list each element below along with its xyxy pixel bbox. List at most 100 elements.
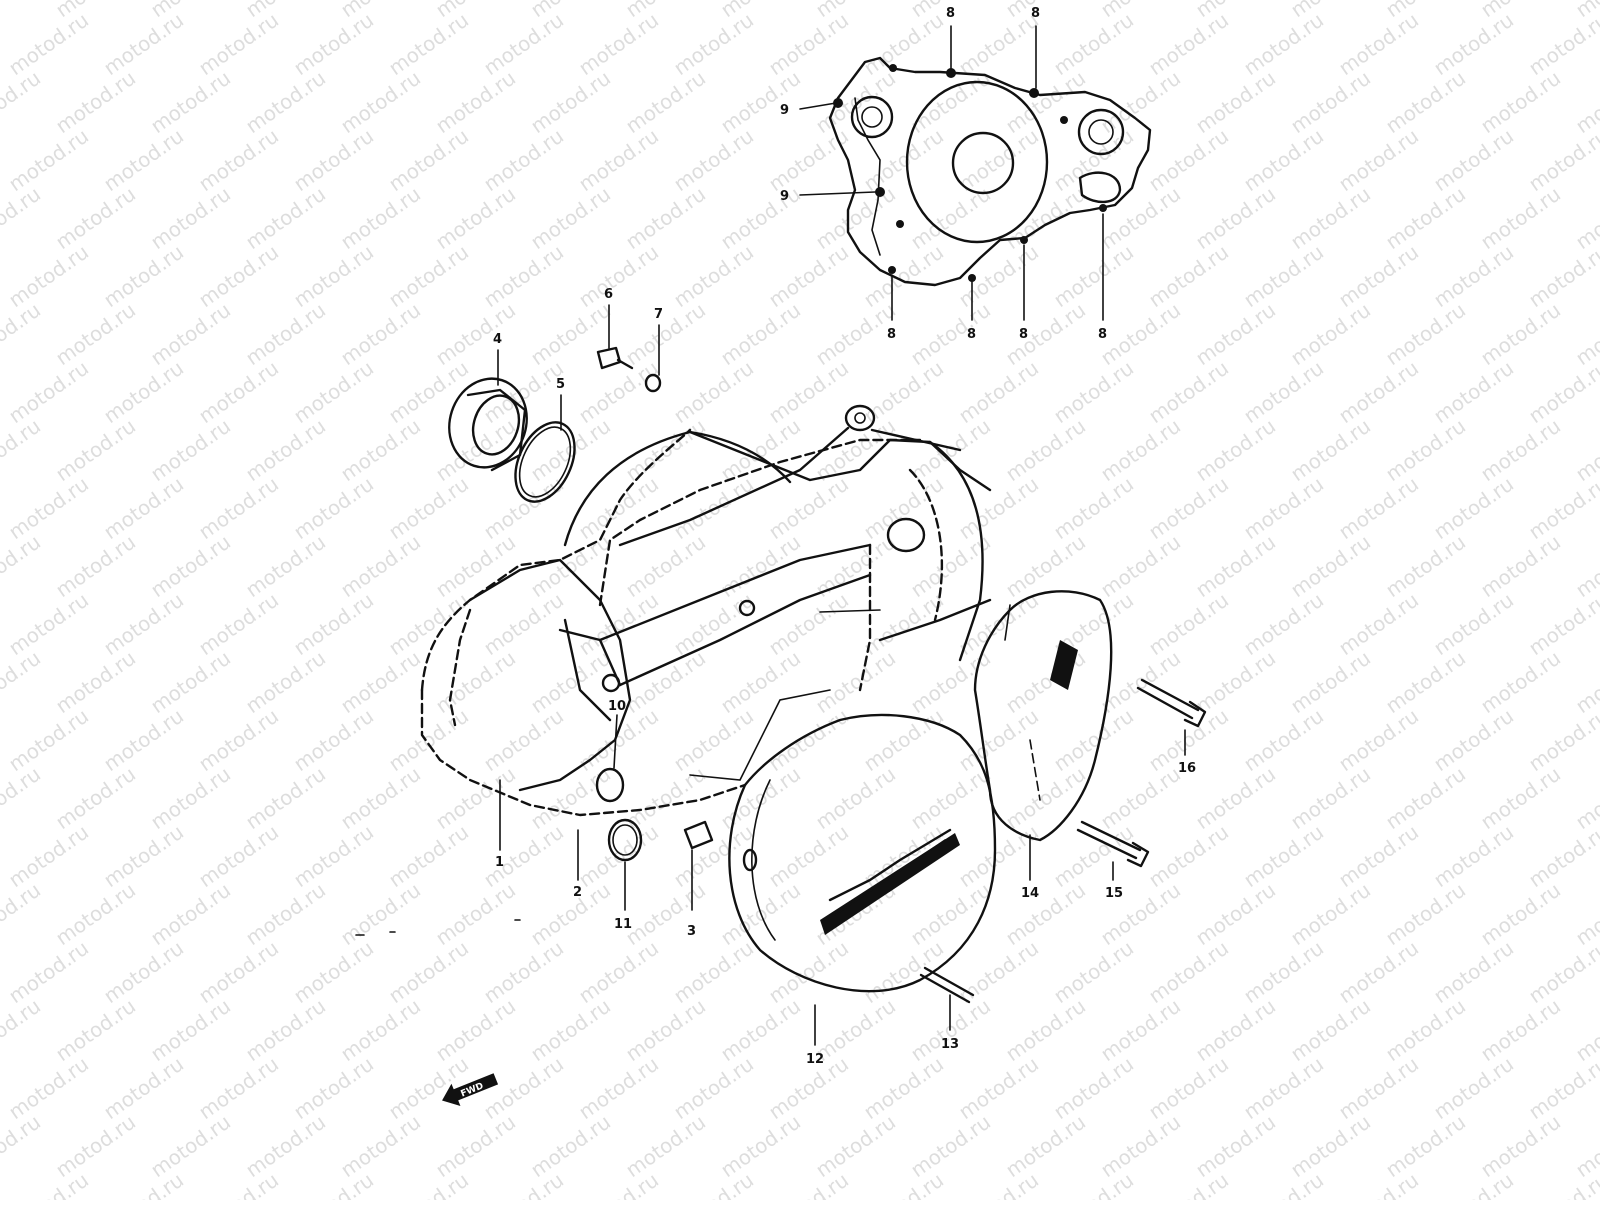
watermark-text: motod.ru bbox=[954, 356, 1043, 428]
watermark-text: motod.ru bbox=[194, 1052, 283, 1124]
watermark-text: motod.ru bbox=[859, 124, 948, 196]
watermark-text: motod.ru bbox=[431, 878, 520, 950]
watermark-text: motod.ru bbox=[289, 240, 378, 312]
watermark-text: motod.ru bbox=[0, 878, 45, 950]
watermark-text: motod.ru bbox=[1334, 820, 1423, 892]
watermark-text: motod.ru bbox=[1286, 414, 1375, 486]
watermark-text: motod.ru bbox=[1286, 762, 1375, 834]
watermark-text: motod.ru bbox=[146, 646, 235, 718]
watermark-text: motod.ru bbox=[669, 8, 758, 80]
watermark-text: motod.ru bbox=[1429, 1052, 1518, 1124]
watermark-text: motod.ru bbox=[1191, 646, 1280, 718]
watermark-text: motod.ru bbox=[336, 298, 425, 370]
watermark-text: motod.ru bbox=[1334, 124, 1423, 196]
watermark-text: motod.ru bbox=[241, 878, 330, 950]
watermark-text: motod.ru bbox=[1191, 994, 1280, 1066]
watermark-text: motod.ru bbox=[1191, 298, 1280, 370]
watermark-text: motod.ru bbox=[1429, 8, 1518, 80]
watermark-text: motod.ru bbox=[859, 588, 948, 660]
watermark-text: motod.ru bbox=[716, 182, 805, 254]
watermark-text: motod.ru bbox=[1239, 588, 1328, 660]
watermark-text: motod.ru bbox=[99, 936, 188, 1008]
watermark-text: motod.ru bbox=[289, 1168, 378, 1200]
watermark-text: motod.ru bbox=[1096, 66, 1185, 138]
watermark-text: motod.ru bbox=[1524, 124, 1600, 196]
watermark-text: motod.ru bbox=[1381, 994, 1470, 1066]
watermark-text: motod.ru bbox=[289, 124, 378, 196]
watermark-text: motod.ru bbox=[764, 472, 853, 544]
watermark-text: motod.ru bbox=[336, 182, 425, 254]
callout-8: 8 bbox=[1031, 6, 1040, 21]
watermark-text: motod.ru bbox=[194, 356, 283, 428]
watermark-text: motod.ru bbox=[194, 820, 283, 892]
watermark-text: motod.ru bbox=[954, 1052, 1043, 1124]
watermark-text: motod.ru bbox=[1334, 1168, 1423, 1200]
watermark-text: motod.ru bbox=[1429, 240, 1518, 312]
watermark-text: motod.ru bbox=[194, 240, 283, 312]
watermark-text: motod.ru bbox=[1476, 646, 1565, 718]
watermark-text: motod.ru bbox=[526, 878, 615, 950]
callout-9: 9 bbox=[780, 103, 789, 118]
watermark-text: motod.ru bbox=[764, 588, 853, 660]
watermark-text: motod.ru bbox=[241, 414, 330, 486]
watermark-text: motod.ru bbox=[479, 936, 568, 1008]
watermark-text: motod.ru bbox=[479, 8, 568, 80]
watermark-text: motod.ru bbox=[241, 66, 330, 138]
oil-seal-drawing bbox=[448, 377, 528, 472]
watermark-text: motod.ru bbox=[1049, 356, 1138, 428]
watermark-text: motod.ru bbox=[194, 472, 283, 544]
watermark-text: motod.ru bbox=[1144, 936, 1233, 1008]
watermark-text: motod.ru bbox=[1476, 298, 1565, 370]
watermark-text: motod.ru bbox=[1239, 472, 1328, 544]
watermark-text: motod.ru bbox=[1096, 1110, 1185, 1182]
watermark-text: motod.ru bbox=[954, 8, 1043, 80]
watermark-text: motod.ru bbox=[1049, 936, 1138, 1008]
watermark-text: motod.ru bbox=[1239, 704, 1328, 776]
watermark-text: motod.ru bbox=[479, 124, 568, 196]
watermark-text: motod.ru bbox=[1429, 1168, 1518, 1200]
watermark-text: motod.ru bbox=[1001, 762, 1090, 834]
watermark-text: motod.ru bbox=[336, 994, 425, 1066]
watermark-text: motod.ru bbox=[1476, 878, 1565, 950]
watermark-text: motod.ru bbox=[1191, 762, 1280, 834]
watermark-text: motod.ru bbox=[0, 646, 45, 718]
watermark-text: motod.ru bbox=[1096, 762, 1185, 834]
watermark-text: motod.ru bbox=[1334, 240, 1423, 312]
watermark-text: motod.ru bbox=[811, 762, 900, 834]
watermark-text: motod.ru bbox=[479, 588, 568, 660]
watermark-text: motod.ru bbox=[146, 414, 235, 486]
watermark-text: motod.ru bbox=[716, 298, 805, 370]
watermark-text: motod.ru bbox=[1239, 124, 1328, 196]
watermark-text: motod.ru bbox=[621, 994, 710, 1066]
bolt-6-drawing bbox=[596, 346, 634, 370]
callout-7: 7 bbox=[654, 307, 663, 322]
watermark-text: motod.ru bbox=[716, 994, 805, 1066]
watermark-text: motod.ru bbox=[669, 240, 758, 312]
watermark-text: motod.ru bbox=[289, 704, 378, 776]
watermark-text: motod.ru bbox=[336, 878, 425, 950]
leader-lines bbox=[497, 25, 1186, 1046]
watermark-text: motod.ru bbox=[1286, 646, 1375, 718]
watermark-text: motod.ru bbox=[526, 298, 615, 370]
watermark-text: motod.ru bbox=[431, 66, 520, 138]
watermark-text: motod.ru bbox=[241, 994, 330, 1066]
watermark-text: motod.ru bbox=[99, 1168, 188, 1200]
watermark-text: motod.ru bbox=[906, 1110, 995, 1182]
watermark-text: motod.ru bbox=[1049, 124, 1138, 196]
watermark-text: motod.ru bbox=[1476, 182, 1565, 254]
bolt-15-drawing bbox=[1076, 820, 1150, 868]
watermark-text: motod.ru bbox=[241, 298, 330, 370]
watermark-text: motod.ru bbox=[1334, 472, 1423, 544]
watermark-text: motod.ru bbox=[811, 1110, 900, 1182]
watermark-text: motod.ru bbox=[1096, 182, 1185, 254]
watermark-text: motod.ru bbox=[1286, 530, 1375, 602]
watermark-text: motod.ru bbox=[1144, 588, 1233, 660]
watermark-text: motod.ru bbox=[526, 646, 615, 718]
watermark-text: motod.ru bbox=[1286, 66, 1375, 138]
watermark-text: motod.ru bbox=[146, 1110, 235, 1182]
watermark-text: motod.ru bbox=[669, 472, 758, 544]
watermark-text: motod.ru bbox=[4, 472, 93, 544]
watermark-text: motod.ru bbox=[811, 994, 900, 1066]
